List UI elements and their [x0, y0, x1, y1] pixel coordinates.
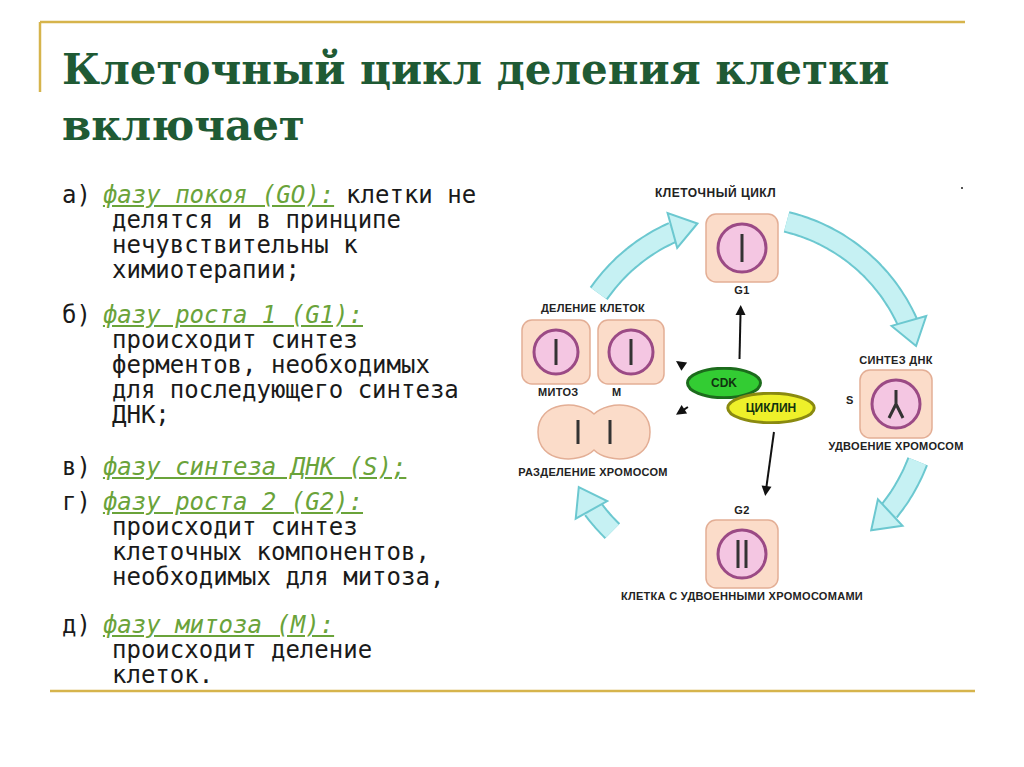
stage-caption: РАЗДЕЛЕНИЕ ХРОМОСОМ: [518, 466, 668, 479]
cell-stage: СИНТЕЗ ДНКSУДВОЕНИЕ ХРОМОСОМ: [860, 370, 932, 438]
stage-caption: S: [846, 394, 854, 407]
cycle-arrow: [787, 222, 927, 346]
phase-name: фазу роста 2 (G2):: [103, 488, 363, 516]
rule-line: [40, 21, 965, 24]
slide-title: Клеточный цикл деления клетки включает: [62, 42, 942, 154]
list-item: в) фазу синтеза ДНК (S);: [62, 455, 484, 480]
enzyme-name: CDK: [711, 376, 737, 390]
phase-text: происходит синтез клеточных компонентов,…: [112, 513, 444, 591]
rule-line: [39, 22, 42, 92]
rule-line: [50, 690, 975, 693]
stage-label: G2: [734, 504, 749, 517]
item-letter: б): [62, 301, 91, 329]
list-item: г) фазу роста 2 (G2):происходит синтез кл…: [62, 490, 484, 590]
item-letter: д): [62, 611, 91, 639]
cycle-arrow: [871, 461, 918, 530]
item-letter: г): [62, 488, 91, 516]
list-item: а)фазу покоя (GO):клетки не делятся и в …: [62, 183, 484, 283]
cell-g1: [706, 214, 778, 282]
stage-caption: M: [612, 386, 621, 399]
phase-name: фазу митоза (M):: [103, 611, 334, 639]
stage-caption: УДВОЕНИЕ ХРОМОСОМ: [828, 440, 963, 453]
cell-stage: G1: [706, 214, 778, 282]
cell-g2: [706, 520, 778, 588]
stage-label: ДЕЛЕНИЕ КЛЕТОК: [541, 302, 645, 315]
item-letter: а): [62, 181, 91, 209]
item-letter: в): [62, 453, 91, 481]
phase-text: происходит синтез ферментов, необходимых…: [112, 326, 459, 429]
phase-name: фазу покоя (GO):: [103, 181, 334, 209]
stage-caption: МИТОЗ: [538, 386, 578, 399]
regulation-arrow: [736, 305, 746, 359]
enzyme-name: ЦИКЛИН: [746, 401, 796, 415]
cell-stage: G2КЛЕТКА С УДВОЕННЫМИ ХРОМОСОМАМИ: [706, 520, 778, 588]
list-item: б) фазу роста 1 (G1):происходит синтез фе…: [62, 303, 484, 428]
cell-stage: ДЕЛЕНИЕ КЛЕТОКМИТОЗMРАЗДЕЛЕНИЕ ХРОМОСОМ: [518, 318, 668, 464]
enzyme-oval: ЦИКЛИН: [726, 392, 816, 424]
dot: [961, 187, 963, 189]
phase-name: фазу синтеза ДНК (S);: [103, 453, 406, 481]
cell-m: [522, 320, 664, 459]
regulation-arrow: [676, 361, 687, 371]
cycle-arrow: [576, 487, 613, 531]
stage-label: G1: [734, 284, 749, 297]
phase-text: происходит деление клеток.: [112, 636, 372, 689]
cycle-arrow: [599, 213, 698, 293]
phase-name: фазу роста 1 (G1):: [103, 301, 363, 329]
regulation-arrow: [762, 432, 774, 496]
stage-caption: КЛЕТКА С УДВОЕННЫМИ ХРОМОСОМАМИ: [621, 590, 863, 603]
regulation-arrow: [676, 405, 688, 415]
diagram-heading: КЛЕТОЧНЫЙ ЦИКЛ: [655, 186, 776, 200]
cell-s: [860, 370, 932, 438]
stage-label: СИНТЕЗ ДНК: [859, 354, 932, 367]
list-item: д) фазу митоза (M):происходит деление кле…: [62, 613, 484, 688]
